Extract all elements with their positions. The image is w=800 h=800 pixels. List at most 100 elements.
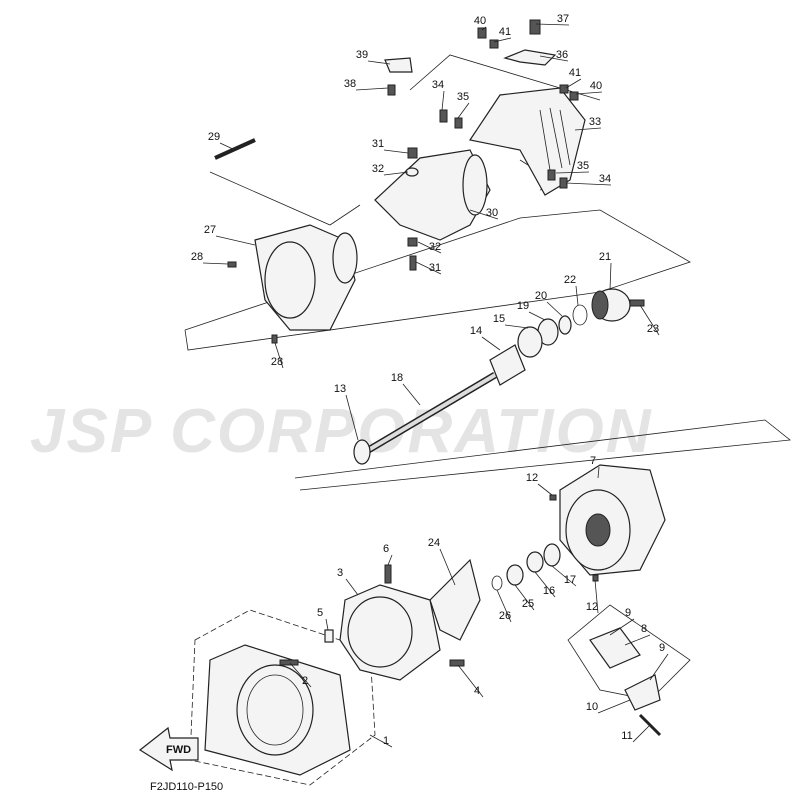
leader-line: [345, 578, 359, 596]
leader-line: [367, 60, 391, 65]
callout-label-6: 6: [383, 543, 389, 555]
leader-line: [528, 311, 546, 321]
callout-label-35: 35: [457, 91, 469, 103]
callout-label-23: 23: [647, 323, 659, 335]
callout-label-31: 31: [372, 138, 384, 150]
leader-line: [469, 209, 499, 220]
leader-line: [575, 91, 603, 95]
diagram-code: F2JD110-P150: [150, 781, 223, 793]
callout-label-4: 4: [474, 685, 480, 697]
leader-line: [457, 664, 484, 698]
callout-label-2: 2: [302, 675, 308, 687]
fwd-label: FWD: [166, 744, 191, 756]
leader-line: [355, 87, 389, 91]
leader-line: [417, 241, 442, 254]
leader-line: [219, 142, 236, 151]
callout-label-3: 3: [337, 567, 343, 579]
callout-label-25: 25: [522, 598, 534, 610]
callout-label-32: 32: [429, 241, 441, 253]
callout-label-21: 21: [599, 251, 611, 263]
callout-label-33: 33: [589, 116, 601, 128]
leader-line: [609, 262, 612, 291]
leader-line: [202, 262, 229, 265]
leader-line: [457, 102, 470, 119]
leader-line: [481, 336, 501, 351]
leader-line: [535, 23, 570, 26]
leader-line: [537, 483, 553, 496]
leader-line: [493, 37, 512, 43]
leader-line: [546, 301, 563, 317]
leader-line: [624, 634, 651, 646]
leader-line: [504, 324, 529, 329]
leader-line: [632, 724, 651, 743]
callout-label-27: 27: [204, 224, 216, 236]
callout-label-40: 40: [474, 15, 486, 27]
callout-label-31: 31: [429, 262, 441, 274]
leader-line: [649, 653, 669, 681]
leader-line: [496, 589, 512, 623]
callout-label-39: 39: [356, 49, 368, 61]
leader-line: [415, 261, 442, 275]
callout-label-1: 1: [383, 735, 389, 747]
callout-label-38: 38: [344, 78, 356, 90]
leader-line: [325, 618, 329, 631]
callout-label-12: 12: [586, 601, 598, 613]
leader-line: [514, 584, 535, 611]
leader-line: [383, 171, 409, 176]
callout-label-22: 22: [564, 274, 576, 286]
leader-line: [439, 548, 456, 586]
leader-line: [551, 565, 577, 587]
leader-line: [383, 149, 409, 154]
leader-line: [574, 127, 602, 131]
callout-label-11: 11: [621, 730, 632, 742]
leader-line: [274, 342, 284, 369]
callout-label-28: 28: [191, 251, 203, 263]
leader-line: [597, 466, 600, 479]
leader-line: [345, 394, 359, 441]
callout-label-7: 7: [590, 455, 596, 467]
callout-label-17: 17: [564, 574, 576, 586]
leader-line: [565, 182, 612, 186]
watermark: JSP CORPORATION: [30, 397, 653, 466]
leader-line: [539, 55, 569, 62]
callout-label-29: 29: [208, 131, 220, 143]
callout-label-13: 13: [334, 383, 346, 395]
callout-label-19: 19: [517, 300, 529, 312]
callout-label-35: 35: [577, 160, 589, 172]
leader-line: [609, 618, 635, 636]
callout-label-20: 20: [535, 290, 547, 302]
leader-line: [481, 26, 487, 31]
callout-label-28: 28: [271, 356, 283, 368]
callout-label-24: 24: [428, 537, 440, 549]
leader-line: [594, 579, 599, 614]
callout-label-41: 41: [499, 26, 511, 38]
callout-label-9: 9: [659, 642, 665, 654]
leader-line: [215, 235, 256, 246]
parts: FWD: [138, 19, 666, 776]
leader-line: [534, 571, 556, 598]
callout-label-32: 32: [372, 163, 384, 175]
leader-line: [369, 734, 393, 748]
leader-line: [565, 78, 582, 89]
callout-label-14: 14: [470, 325, 482, 337]
callout-label-9: 9: [625, 607, 631, 619]
callout-label-30: 30: [486, 207, 498, 219]
leader-line: [289, 662, 312, 688]
leader-line: [555, 171, 590, 174]
leader-line: [387, 554, 393, 566]
callout-label-5: 5: [317, 607, 323, 619]
callout-label-10: 10: [586, 701, 598, 713]
callout-label-36: 36: [556, 49, 568, 61]
callout-label-8: 8: [641, 623, 647, 635]
callout-label-37: 37: [557, 13, 569, 25]
leader-line: [597, 699, 631, 714]
callout-label-26: 26: [499, 610, 511, 622]
callout-label-15: 15: [493, 313, 505, 325]
leader-line: [441, 90, 445, 111]
callout-label-12: 12: [526, 472, 538, 484]
leader-line: [575, 285, 579, 306]
callout-label-41: 41: [569, 67, 581, 79]
